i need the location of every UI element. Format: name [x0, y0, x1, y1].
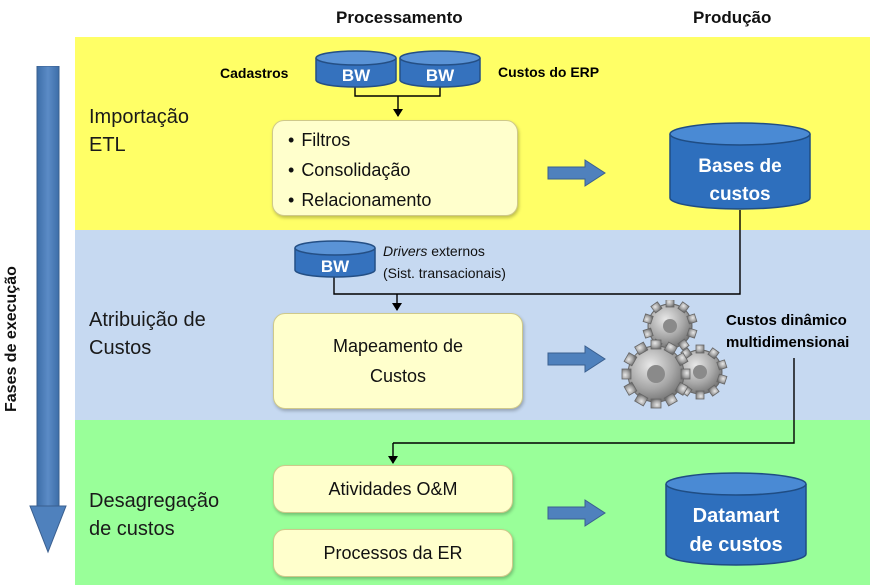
- gears-icon: [621, 300, 728, 409]
- etl-step: Relacionamento: [288, 185, 517, 215]
- cost-bases-database-icon: Bases de custos: [669, 122, 811, 210]
- svg-text:Datamart: Datamart: [693, 505, 780, 527]
- etl-process-box: Filtros Consolidação Relacionamento: [272, 120, 518, 216]
- svg-text:custos: custos: [709, 184, 770, 205]
- bw-database-icon: BW: [315, 50, 397, 88]
- svg-text:BW: BW: [426, 66, 455, 85]
- right-arrow-icon: [547, 345, 606, 373]
- etl-step: Consolidação: [288, 155, 517, 185]
- right-arrow-icon: [547, 159, 606, 187]
- svg-text:BW: BW: [342, 66, 371, 85]
- er-processes-box: Processos da ER: [273, 529, 513, 577]
- cost-mapping-box: Mapeamento de Custos: [273, 313, 523, 409]
- datamart-database-icon: Datamart de custos: [665, 472, 807, 566]
- external-drivers-label: Drivers externos (Sist. transacionais): [383, 243, 506, 281]
- etl-step: Filtros: [288, 125, 517, 155]
- svg-text:de custos: de custos: [689, 534, 782, 556]
- svg-text:Bases de: Bases de: [698, 156, 781, 177]
- om-activities-box: Atividades O&M: [273, 465, 513, 513]
- erp-costs-label: Custos do ERP: [498, 64, 600, 80]
- production-header: Produção: [693, 8, 772, 27]
- right-arrow-icon: [547, 499, 606, 527]
- bw-database-icon: BW: [294, 240, 376, 278]
- bw-database-icon: BW: [399, 50, 481, 88]
- dynamic-costs-label: Custos dinâmico multidimensionai: [726, 312, 850, 351]
- svg-text:BW: BW: [321, 257, 350, 276]
- cadastros-label: Cadastros: [220, 65, 289, 81]
- processing-header: Processamento: [336, 8, 463, 27]
- execution-phases-arrow: [29, 66, 67, 554]
